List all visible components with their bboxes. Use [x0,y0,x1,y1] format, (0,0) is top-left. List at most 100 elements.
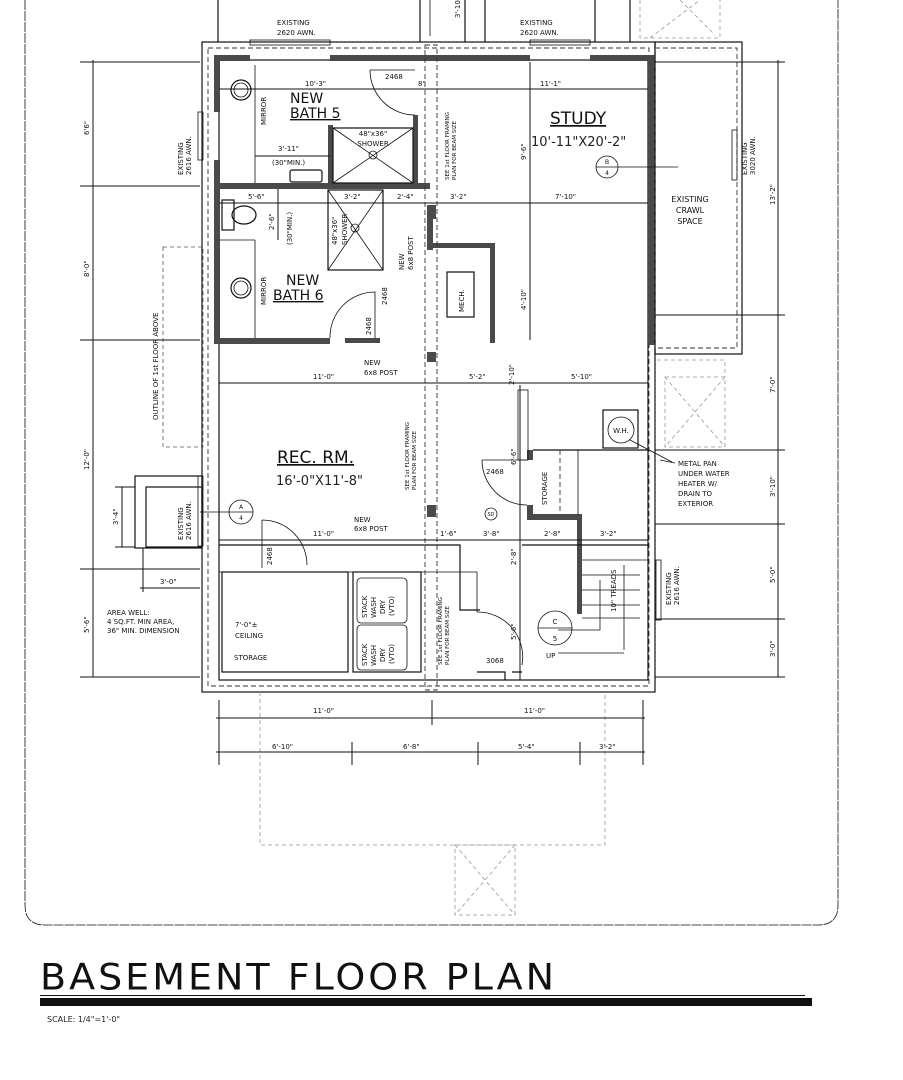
shower-label: SHOWER [341,213,349,245]
svg-text:4: 4 [239,515,243,522]
svg-text:PLAN FOR BEAM SIZE: PLAN FOR BEAM SIZE [412,430,418,490]
stair: STORAGE 10" TREADS UP W.H. SD [484,389,673,660]
lower-rooms [219,544,648,680]
svg-text:3'-11": 3'-11" [278,145,299,153]
shower-size: 48"x36" [331,217,339,245]
svg-text:11'-0": 11'-0" [313,373,334,381]
treads-label: 10" TREADS [610,569,618,612]
svg-text:4'-10": 4'-10" [520,289,528,310]
svg-text:2'-8": 2'-8" [544,530,561,538]
svg-text:6'-8": 6'-8" [403,743,420,751]
svg-text:EXISTING: EXISTING [177,142,185,175]
svg-text:5'-10": 5'-10" [571,373,592,381]
svg-text:7'-0": 7'-0" [769,376,777,393]
svg-text:1'-6": 1'-6" [440,530,457,538]
svg-text:11'-0": 11'-0" [524,707,545,715]
svg-text:13'-2": 13'-2" [769,184,777,205]
svg-text:UNDER WATER: UNDER WATER [678,470,730,478]
svg-text:6'-10": 6'-10" [272,743,293,751]
drawing-title: BASEMENT FLOOR PLAN [40,956,558,998]
room-bath6-label: NEW [286,273,319,289]
new-walls [214,55,655,614]
svg-text:EXISTING: EXISTING [177,507,185,540]
svg-text:WASH: WASH [370,645,378,666]
svg-text:SEE 1st FLOOR FRAMING: SEE 1st FLOOR FRAMING [405,422,411,490]
room-bath6-label: BATH 6 [273,288,324,304]
svg-text:2'-4": 2'-4" [397,193,414,201]
section-marker-a[interactable]: A 4 [200,499,254,525]
svg-text:PLAN FOR BEAM SIZE: PLAN FOR BEAM SIZE [445,605,451,665]
door-tag: 2468 [381,287,389,305]
svg-text:6x8 POST: 6x8 POST [354,525,388,533]
plumbing-fixtures: MIRROR MIRROR (30"MIN.) (30"MIN.) [219,65,323,338]
door-tag: 3068 [486,657,504,665]
door-tag: 2468 [365,317,373,335]
shower-bath6: 48"x36" SHOWER [327,189,384,271]
shower-label: SHOWER [357,140,389,148]
windows: EXISTING 2620 AWN. EXISTING 2620 AWN. EX… [177,19,757,621]
crawl-label: CRAWL [676,206,705,215]
room-rec-label: REC. RM. [277,448,354,468]
svg-text:A: A [239,504,244,511]
dimensions-bottom: 11'-0" 11'-0" 6'-10" 6'-8" 5'-4" 3'-2" [216,700,645,765]
svg-text:DRY: DRY [379,599,387,614]
svg-text:NEW: NEW [354,516,371,524]
storage-label: STORAGE [234,654,267,662]
svg-text:3'-10": 3'-10" [769,476,777,497]
washer-dryer: STACK WASH DRY (VTO) STACK WASH DRY (VTO… [361,595,396,666]
door-tag: 2468 [266,547,274,565]
framing-note: SEE 1st FLOOR FRAMING PLAN FOR BEAM SIZE… [405,112,458,665]
stair-storage-label: STORAGE [541,472,549,505]
area-well-note: 4 SQ.FT. MIN AREA, [107,618,174,626]
min-clearance: (30"MIN.) [272,159,305,167]
svg-text:5'-6": 5'-6" [248,193,265,201]
svg-text:11'-1": 11'-1" [540,80,561,88]
svg-text:(VTO): (VTO) [388,644,396,664]
svg-text:2616 AWN.: 2616 AWN. [185,501,193,540]
dim-top-partial: 3'-10" [454,0,462,18]
drawing-scale: SCALE: 1/4"=1'-0" [47,1015,121,1024]
metal-pan-note: METAL PAN UNDER WATER HEATER W/ DRAIN TO… [659,459,730,508]
svg-text:3'-0": 3'-0" [160,578,177,586]
room-rec-size: 16'-0"X11'-8" [276,474,363,489]
svg-text:NEW: NEW [398,253,406,270]
svg-text:12'-0": 12'-0" [83,449,91,470]
title-underline [40,995,805,996]
svg-text:11'-0": 11'-0" [313,530,334,538]
post [427,205,436,219]
svg-text:5'-2": 5'-2" [469,373,486,381]
svg-text:NEW: NEW [364,359,381,367]
svg-text:SEE 1st FLOOR FRAMING: SEE 1st FLOOR FRAMING [445,112,451,180]
svg-text:5: 5 [553,635,557,643]
svg-text:(VTO): (VTO) [388,596,396,616]
dimensions-interior: 10'-3" 8" 11'-1" 3'-11" 9'-6" 5'-6" 3'-2… [219,62,648,680]
svg-text:6x8 POST: 6x8 POST [407,236,415,270]
svg-text:2'-6": 2'-6" [268,213,276,230]
crawl-space [654,41,743,355]
svg-text:3'-8": 3'-8" [483,530,500,538]
post [427,352,436,362]
door-tag: 2468 [486,468,504,476]
svg-text:6'6": 6'6" [83,121,91,135]
crawl-label: SPACE [677,217,702,226]
svg-text:B: B [605,159,609,166]
svg-text:EXISTING: EXISTING [741,142,749,175]
svg-text:METAL PAN: METAL PAN [678,460,717,468]
svg-text:DRY: DRY [379,647,387,662]
area-well-note: AREA WELL: [107,609,150,617]
svg-text:2620 AWN.: 2620 AWN. [277,29,316,37]
svg-text:3020 AWN.: 3020 AWN. [749,136,757,175]
mech-label: MECH. [458,289,466,312]
min-clearance: (30"MIN.) [286,212,294,245]
section-marker-b[interactable]: B 4 [595,155,678,179]
room-study-size: 10'-11"X20'-2" [531,135,626,150]
svg-text:6'-6": 6'-6" [510,448,518,465]
mirror-label: MIRROR [260,277,268,305]
svg-text:EXTERIOR: EXTERIOR [678,500,713,508]
shower-size: 48"x36" [359,130,387,138]
svg-text:SEE 1st FLOOR FRAMING: SEE 1st FLOOR FRAMING [438,597,444,665]
doors: 2468 2468 2468 2468 2468 3068 [219,69,528,666]
svg-text:HEATER W/: HEATER W/ [678,480,718,488]
section-marker-c[interactable]: C 5 [537,610,573,646]
